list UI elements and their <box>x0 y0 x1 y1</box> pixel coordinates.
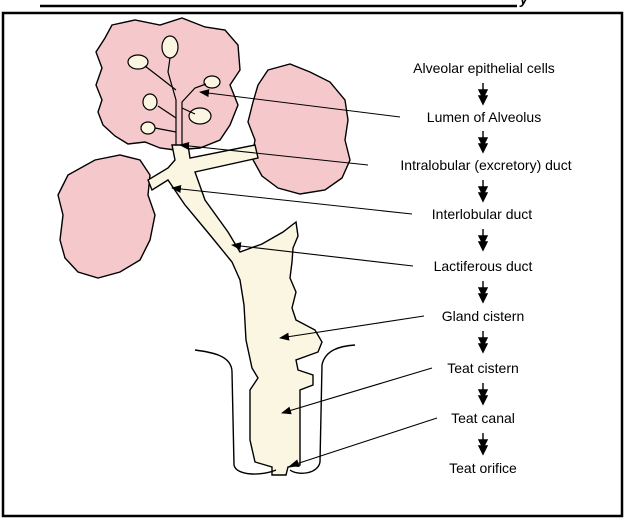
alveolus-right <box>248 64 350 194</box>
down-arrow-icon <box>479 281 487 302</box>
down-arrow-icon <box>479 433 487 454</box>
down-arrow-icon <box>479 229 487 250</box>
label-teat-orifice: Teat orifice <box>449 460 517 476</box>
down-arrow-icon <box>479 180 487 201</box>
label-gland-cistern: Gland cistern <box>442 308 524 324</box>
label-lactiferous-duct: Lactiferous duct <box>434 258 533 274</box>
label-interlobular-duct: Interlobular duct <box>432 206 533 222</box>
label-intralobular-duct: Intralobular (excretory) duct <box>400 157 571 173</box>
lumen-3 <box>204 76 220 88</box>
lumen-1 <box>128 55 148 69</box>
down-arrow-icon <box>479 131 487 152</box>
label-teat-canal: Teat canal <box>451 410 515 426</box>
lumen-4 <box>143 94 157 110</box>
arrow-teat-canal <box>290 418 437 466</box>
alveolus-left <box>58 155 155 278</box>
label-teat-cistern: Teat cistern <box>447 360 519 376</box>
heading-text: y <box>519 0 529 7</box>
down-arrow-icon <box>479 331 487 352</box>
label-alveolar-epithelial-cells: Alveolar epithelial cells <box>413 60 555 76</box>
heading-fragment: y <box>0 0 625 7</box>
lumen-5 <box>189 108 211 124</box>
down-arrow-icon <box>479 83 487 104</box>
lumen-2 <box>162 36 178 58</box>
lumen-6 <box>141 122 155 134</box>
label-lumen-of-alveolus: Lumen of Alveolus <box>427 109 541 125</box>
label-column: Alveolar epithelial cells Lumen of Alveo… <box>400 60 571 476</box>
down-arrow-icon <box>479 383 487 404</box>
